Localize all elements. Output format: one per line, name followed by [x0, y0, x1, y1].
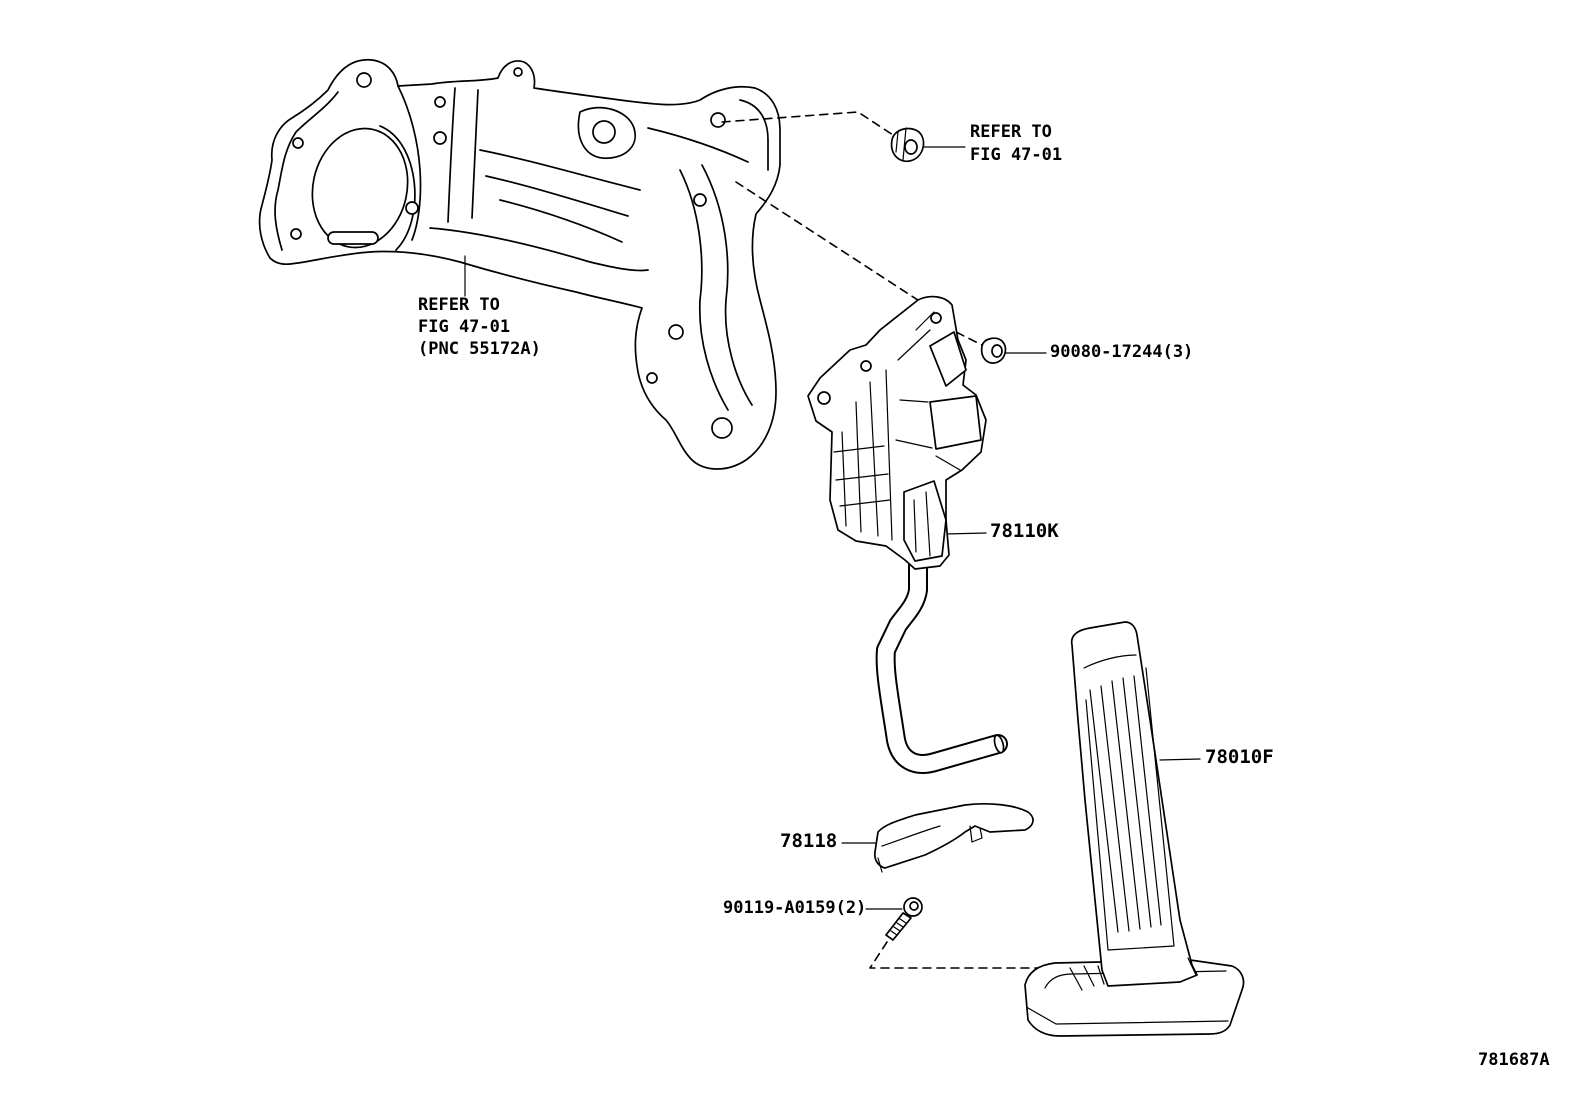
bracket-inner-contours — [274, 85, 769, 411]
bracket-hole — [405, 201, 419, 215]
bracket-hole — [513, 67, 523, 77]
pad-base-edges — [1027, 965, 1229, 1025]
dashed-line-module — [735, 181, 925, 305]
pedal-support-bracket — [258, 59, 781, 470]
bracket-hole — [710, 112, 726, 128]
module-mount-hole — [817, 391, 831, 405]
bracket-hole — [290, 228, 302, 240]
pedal-pad-part-number[interactable]: 78010F — [1205, 746, 1274, 768]
bracket-hole — [356, 72, 372, 88]
cover-body — [874, 803, 1034, 869]
module-mount-hole — [860, 360, 872, 372]
leader-line-pedal-pad — [1159, 758, 1201, 761]
cover-part-number[interactable]: 78118 — [780, 830, 838, 852]
bracket-hole — [711, 417, 733, 439]
bolt-90119 — [885, 897, 923, 941]
nut-bore — [904, 139, 918, 155]
bracket-hole — [433, 131, 447, 145]
rod-fill — [877, 557, 1006, 772]
illustration-id: 781687A — [1478, 1050, 1550, 1070]
cover-details — [877, 825, 983, 873]
dashed-line-upper-nut — [721, 111, 894, 136]
leader-line-pedal-module — [944, 532, 987, 535]
dashed-line-bolt — [869, 941, 1063, 969]
bolt-shank — [885, 912, 912, 941]
accelerator-pedal-module — [807, 295, 987, 570]
module-connector — [929, 331, 967, 387]
bolt-threads — [890, 918, 907, 936]
bolt-part-number[interactable]: 90119-A0159(2) — [723, 898, 867, 918]
bolt-head-socket — [909, 901, 919, 911]
bracket-hole — [646, 372, 658, 384]
pedal-rod — [875, 555, 1008, 774]
pedal-cover — [874, 803, 1034, 873]
bracket-hole — [592, 120, 616, 144]
bracket-slot — [327, 231, 379, 245]
nut-part-number[interactable]: 90080-17244(3) — [1050, 342, 1194, 362]
nut-reference-label-line1[interactable]: REFER TO — [970, 122, 1052, 142]
bracket-reference-label-line3[interactable]: (PNC 55172A) — [418, 339, 541, 359]
bracket-reference-label-line1[interactable]: REFER TO — [418, 295, 500, 315]
module-ribs — [833, 311, 961, 557]
rod-end — [993, 734, 1005, 754]
bracket-holes — [290, 67, 733, 439]
bracket-hole — [434, 96, 446, 108]
nut-reference-part — [890, 127, 925, 163]
accelerator-pedal-pad — [1024, 621, 1245, 1037]
module-mount-hole — [930, 312, 942, 324]
nut-flats — [895, 127, 907, 161]
pedal-module-part-number[interactable]: 78110K — [990, 520, 1059, 542]
module-sensor-box — [929, 395, 982, 450]
bracket-hole — [693, 193, 707, 207]
bracket-reference-label-line2[interactable]: FIG 47-01 — [418, 317, 511, 337]
nut-bore — [991, 344, 1003, 358]
bracket-hole — [668, 324, 684, 340]
pad-grooves — [1083, 654, 1197, 976]
nut-90080 — [980, 337, 1007, 364]
bracket-main-opening — [311, 127, 409, 249]
nut-reference-label-line2[interactable]: FIG 47-01 — [970, 145, 1063, 165]
bracket-hole — [292, 137, 304, 149]
